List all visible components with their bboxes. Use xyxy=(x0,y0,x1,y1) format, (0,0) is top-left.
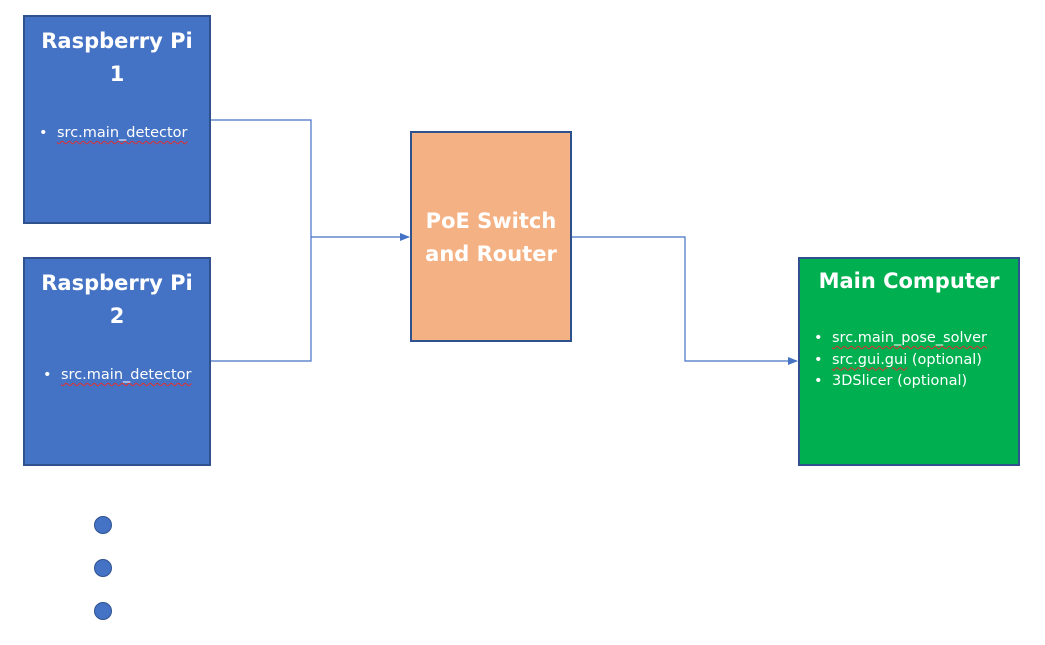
list-item: 3DSlicer (optional) xyxy=(810,371,1018,393)
list-item: src.main_detector xyxy=(35,123,209,145)
node-title: Raspberry Pi 2 xyxy=(25,267,209,333)
node-item-list: src.main_detector xyxy=(35,123,209,145)
node-item-list: src.main_detector xyxy=(39,365,209,387)
connector-switch-to-main xyxy=(572,236,798,365)
node-item-list: src.main_pose_solver src.gui.gui (option… xyxy=(810,328,1018,393)
list-item: src.gui.gui (optional) xyxy=(810,350,1018,372)
item-text: src.main_detector xyxy=(57,125,188,141)
node-title: Raspberry Pi 1 xyxy=(25,25,209,91)
title-line-1: PoE Switch xyxy=(425,209,557,233)
item-suffix: (optional) xyxy=(907,351,982,368)
list-item: src.main_pose_solver xyxy=(810,328,1018,350)
ellipsis-dot-icon xyxy=(94,516,112,534)
item-text: src.gui.gui xyxy=(832,351,908,368)
connector-pi2-to-switch xyxy=(211,237,312,362)
poe-switch-router-node[interactable]: PoE Switch and Router xyxy=(410,131,572,342)
title-line-2: and Router xyxy=(425,242,557,266)
node-title: PoE Switch and Router xyxy=(412,205,570,271)
node-title: Main Computer xyxy=(818,269,1000,293)
title-line-2: 1 xyxy=(109,62,125,86)
title-line-1: Raspberry Pi xyxy=(41,29,193,53)
item-text: src.main_detector xyxy=(61,367,192,383)
title-line-2: 2 xyxy=(109,304,125,328)
ellipsis-dot-icon xyxy=(94,559,112,577)
list-item: src.main_detector xyxy=(39,365,209,387)
title-line-1: Raspberry Pi xyxy=(41,271,193,295)
connector-pi1-to-switch xyxy=(211,119,312,237)
item-text: 3DSlicer (optional) xyxy=(832,373,968,389)
item-text: src.main_pose_solver xyxy=(832,330,987,346)
raspberry-pi-2-node[interactable]: Raspberry Pi 2 src.main_detector xyxy=(23,257,211,466)
main-computer-node[interactable]: Main Computer src.main_pose_solver src.g… xyxy=(798,257,1020,466)
raspberry-pi-1-node[interactable]: Raspberry Pi 1 src.main_detector xyxy=(23,15,211,224)
ellipsis-dot-icon xyxy=(94,602,112,620)
